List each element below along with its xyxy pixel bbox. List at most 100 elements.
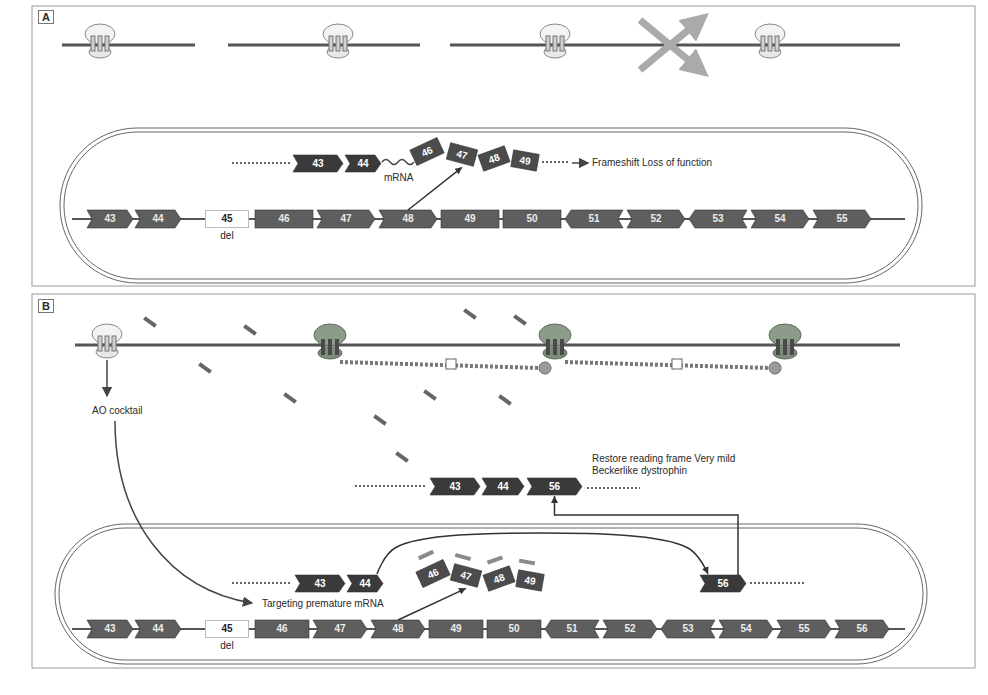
reagent-label: AO cocktail xyxy=(92,405,143,417)
process-arrow xyxy=(555,496,739,575)
exon-number: 48 xyxy=(371,620,425,638)
exon-number: 56 xyxy=(835,620,889,638)
exon-number: 44 xyxy=(135,620,181,638)
exon-shape xyxy=(293,155,343,172)
exon-box: 49 xyxy=(441,210,499,228)
exon-number: 48 xyxy=(478,146,510,172)
antisense-oligo xyxy=(513,314,527,325)
outcome-label: Frameshift Loss of function xyxy=(592,157,712,169)
exon-box: 50 xyxy=(503,210,561,228)
termination-arrow xyxy=(640,22,698,70)
exon-shape xyxy=(813,210,871,228)
exon-shape xyxy=(478,146,510,172)
exon-shape xyxy=(689,210,747,228)
exon-number: 45 xyxy=(205,620,249,638)
exon-number: 56 xyxy=(700,575,746,592)
exon-number: 44 xyxy=(135,210,181,228)
deleted-exon: 45del xyxy=(205,620,249,654)
exon-box: 55 xyxy=(777,620,831,638)
exon-number: 45 xyxy=(205,210,249,228)
ribosome xyxy=(539,324,571,359)
dystrophin-chain xyxy=(340,362,540,368)
exon-number: 51 xyxy=(565,210,623,228)
exon-number: 43 xyxy=(87,210,133,228)
deletion-label: del xyxy=(205,638,249,654)
panel-letter: A xyxy=(38,10,54,24)
exon-shape xyxy=(751,210,809,228)
exon-box: 56 xyxy=(835,620,889,638)
exon-box: 49 xyxy=(516,570,545,591)
dystrophin-domain xyxy=(446,359,456,369)
antisense-oligo xyxy=(198,362,212,373)
exon-shape xyxy=(206,211,249,228)
exon-box: 43 xyxy=(295,575,345,592)
exon-shape xyxy=(777,620,831,638)
nucleus-outline xyxy=(55,524,927,664)
exon-box: 44 xyxy=(135,620,181,638)
exon-number: 53 xyxy=(661,620,715,638)
exon-shape xyxy=(446,143,477,167)
exon-box: 56 xyxy=(700,575,746,592)
exon-box: 43 xyxy=(293,155,343,172)
panel-frame xyxy=(32,6,975,286)
ribosome xyxy=(769,324,801,359)
exon-box: 55 xyxy=(813,210,871,228)
exon-shape xyxy=(483,566,515,592)
exon-shape xyxy=(429,620,483,638)
exon-shape xyxy=(87,620,133,638)
exon-shape xyxy=(347,575,383,592)
exon-shape xyxy=(135,210,181,228)
exon-box: 44 xyxy=(345,155,381,172)
exon-box: 48 xyxy=(478,146,510,172)
exon-number: 49 xyxy=(441,210,499,228)
exon-number: 47 xyxy=(450,564,481,588)
exon-number: 52 xyxy=(603,620,657,638)
exon-shape xyxy=(527,478,582,495)
antisense-oligo xyxy=(243,324,257,335)
exon-number: 49 xyxy=(516,570,545,591)
exon-shape xyxy=(700,575,746,592)
exon-shape xyxy=(565,210,623,228)
exon-shape xyxy=(835,620,889,638)
bound-oligo xyxy=(519,559,535,566)
exon-number: 50 xyxy=(503,210,561,228)
process-arrow xyxy=(398,588,466,620)
antisense-oligo xyxy=(143,316,157,327)
exon-shape xyxy=(379,210,437,228)
exon-number: 55 xyxy=(813,210,871,228)
exon-shape xyxy=(87,210,133,228)
exon-shape xyxy=(441,210,499,228)
exon-box: 44 xyxy=(347,575,383,592)
exon-shape xyxy=(317,210,375,228)
exon-shape xyxy=(371,620,425,638)
exon-shape xyxy=(661,620,715,638)
deletion-label: del xyxy=(205,228,249,244)
process-arrow xyxy=(408,167,462,210)
exon-box: 56 xyxy=(527,478,582,495)
exon-number: 46 xyxy=(416,559,450,587)
broken-junction xyxy=(382,160,414,165)
exon-shape xyxy=(410,137,444,165)
exon-box: 43 xyxy=(87,620,133,638)
result-arrow xyxy=(572,162,588,164)
exon-box: 51 xyxy=(565,210,623,228)
exon-shape xyxy=(255,210,313,228)
outcome-label: Restore reading frame Very mild Beckerli… xyxy=(592,453,767,477)
exon-box: 46 xyxy=(255,620,309,638)
exon-number: 51 xyxy=(545,620,599,638)
exon-number: 43 xyxy=(293,155,343,172)
exon-shape xyxy=(603,620,657,638)
exon-box: 47 xyxy=(446,143,477,167)
dystrophin-end xyxy=(769,362,781,374)
nucleus-outline xyxy=(59,528,923,660)
ribosome xyxy=(314,324,346,359)
exon-number: 54 xyxy=(719,620,773,638)
exon-box: 49 xyxy=(429,620,483,638)
antisense-oligo xyxy=(498,394,512,405)
molecule-label: mRNA xyxy=(384,172,413,184)
exon-box: 49 xyxy=(511,150,540,171)
exon-box: 44 xyxy=(482,478,524,495)
exon-number: 49 xyxy=(511,150,540,171)
antisense-oligo xyxy=(283,392,297,403)
